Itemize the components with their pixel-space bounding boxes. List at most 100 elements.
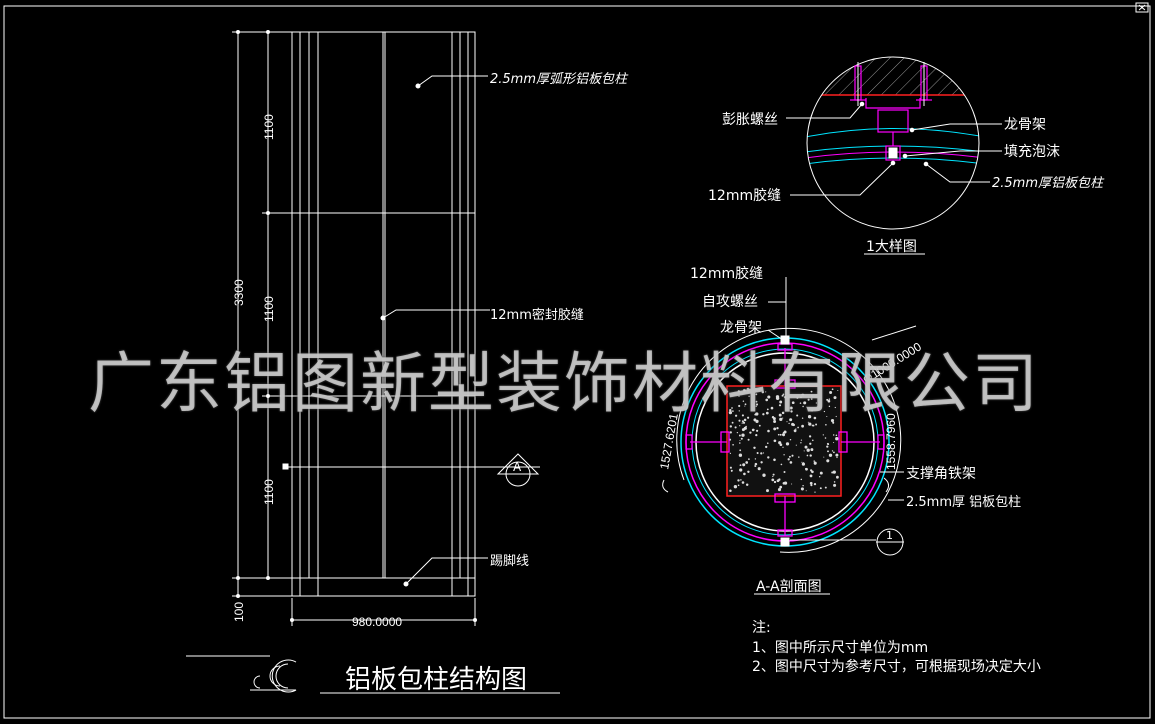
detail-1-circle	[806, 56, 980, 230]
speckle-dot	[801, 461, 803, 463]
speckle-dot	[828, 405, 831, 408]
speckle-dot	[777, 433, 780, 436]
speckle-dot	[807, 398, 810, 401]
speckle-dot	[781, 411, 785, 415]
speckle-dot	[836, 475, 839, 479]
drawing-frame	[3, 5, 1151, 719]
speckle-dot	[754, 413, 757, 416]
speckle-dot	[735, 414, 738, 417]
speckle-dot	[805, 467, 808, 471]
speckle-dot	[834, 406, 836, 409]
speckle-dot	[818, 406, 821, 409]
speckle-dot	[793, 429, 797, 433]
speckle-dot	[766, 408, 769, 411]
speckle-dot	[801, 424, 804, 428]
detail-1-title: 1大样图	[866, 239, 917, 255]
speckle-dot	[767, 456, 770, 459]
speckle-dot	[829, 391, 833, 394]
speckle-dot	[779, 478, 781, 480]
notes-line-2: 2、图中尺寸为参考尺寸，可根据现场决定大小	[752, 658, 1041, 675]
speckle-dot	[754, 458, 757, 460]
close-icon[interactable]	[1135, 2, 1149, 13]
section-leaders	[767, 277, 904, 556]
speckle-dot	[814, 491, 816, 493]
speckle-dot	[809, 481, 813, 485]
speckle-dot	[803, 450, 805, 452]
speckle-dot	[729, 452, 732, 455]
speckle-dot	[831, 388, 834, 391]
speckle-dot	[746, 387, 750, 391]
speckle-dot	[807, 415, 812, 419]
speckle-dot	[827, 443, 830, 446]
speckle-dot	[800, 487, 804, 491]
speckle-dot	[779, 433, 782, 436]
speckle-dot	[789, 406, 793, 410]
width-dimension	[290, 598, 477, 626]
speckle-dot	[782, 417, 784, 419]
vertical-dimensions	[232, 30, 292, 598]
speckle-dot	[801, 417, 804, 419]
speckle-dot	[809, 454, 812, 457]
speckle-dot	[835, 415, 837, 418]
section-aa-drawing	[662, 278, 917, 553]
label-expansion-bolt: 彭胀螺丝	[722, 112, 778, 128]
speckle-dot	[805, 490, 807, 492]
speckle-dot	[729, 431, 732, 434]
speckle-dot	[819, 487, 822, 490]
speckle-dot	[773, 420, 777, 423]
speckle-dot	[765, 398, 769, 402]
speckle-dot	[813, 460, 815, 462]
speckle-dot	[729, 408, 732, 412]
speckle-dot	[775, 395, 780, 399]
speckle-dot	[742, 463, 746, 467]
speckle-dot	[813, 416, 817, 420]
speckle-dot	[758, 424, 761, 427]
speckle-dot	[809, 442, 812, 445]
aa-label-glue-joint: 12mm胶缝	[690, 265, 763, 282]
speckle-dot	[737, 484, 740, 487]
speckle-dot	[810, 394, 813, 397]
label-glue-joint: 12mm胶缝	[708, 187, 781, 204]
speckle-dot	[827, 450, 829, 453]
speckle-dot	[782, 446, 784, 448]
aa-label-keel-frame: 龙骨架	[720, 320, 762, 336]
speckle-dot	[732, 443, 734, 446]
speckle-dot	[766, 489, 769, 493]
speckle-dot	[736, 431, 739, 434]
speckle-dot	[755, 405, 757, 407]
speckle-dot	[827, 399, 831, 403]
aa-label-panel-wrap: 2.5mm厚 铝板包柱	[906, 495, 1021, 510]
speckle-dot	[796, 397, 799, 399]
speckle-dot	[810, 448, 814, 452]
speckle-dot	[807, 421, 809, 423]
speckle-dot	[745, 461, 749, 464]
speckle-dot	[826, 398, 829, 401]
speckle-dot	[729, 425, 732, 428]
speckle-dot	[738, 410, 740, 412]
speckle-dot	[780, 463, 783, 466]
speckle-dot	[813, 482, 817, 486]
speckle-dot	[819, 476, 821, 478]
speckle-dot	[799, 402, 802, 404]
speckle-dot	[811, 409, 814, 412]
speckle-dot	[776, 479, 780, 483]
speckle-dot	[785, 442, 790, 446]
speckle-dot	[833, 481, 836, 483]
speckle-dot	[778, 404, 782, 407]
speckle-dot	[741, 422, 743, 424]
speckle-dot	[836, 456, 838, 459]
speckle-dot	[748, 395, 750, 397]
speckle-dot	[800, 478, 803, 481]
speckle-dot	[755, 393, 758, 396]
speckle-dot	[815, 423, 818, 426]
speckle-dot	[734, 426, 737, 429]
detail-1-leaders	[786, 101, 1002, 196]
speckle-dot	[755, 400, 758, 403]
speckle-dot	[828, 398, 831, 400]
speckle-dot	[783, 395, 787, 399]
speckle-dot	[747, 416, 750, 419]
speckle-dot	[773, 480, 777, 484]
speckle-dot	[801, 462, 806, 466]
speckle-dot	[779, 400, 783, 404]
